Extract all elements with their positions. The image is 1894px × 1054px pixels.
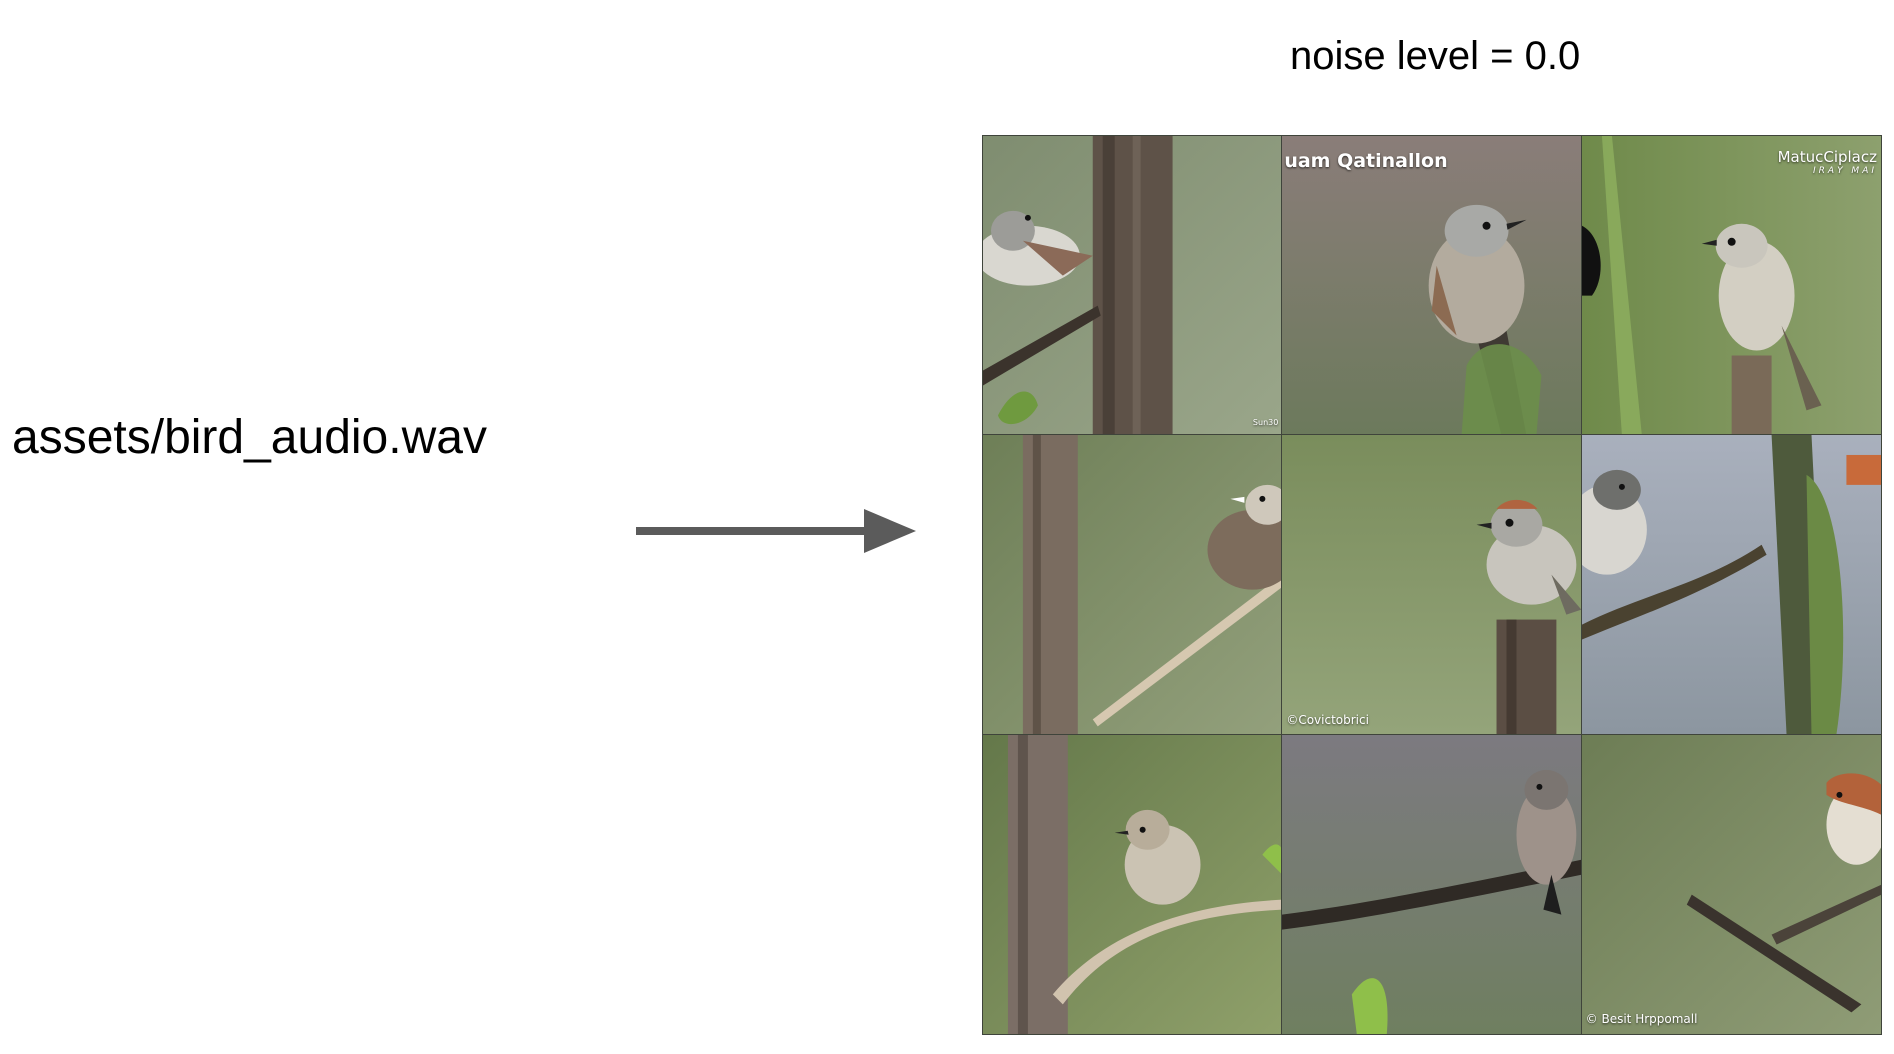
tile-caption-main: MatucCiplacz: [1777, 148, 1877, 166]
arrow-right-icon: [636, 509, 916, 553]
tile-caption: uam Qatinallon: [1284, 150, 1448, 172]
generated-bird-image-5: ©Covictobrici: [1281, 434, 1583, 736]
bird-on-post-image: [1581, 136, 1881, 436]
generated-bird-image-7: [981, 733, 1284, 1036]
tile-caption: ©Covictobrici: [1286, 712, 1369, 727]
bird-on-twig-image: [983, 734, 1283, 1034]
tile-caption: © Besit Hrppomall: [1585, 1012, 1698, 1026]
tile-caption: Sun30: [1252, 418, 1279, 428]
bird-on-branch-image: [1581, 435, 1881, 735]
generated-bird-image-8: [1281, 733, 1583, 1036]
tile-caption: MatucCiplacz IRAY MAI: [1778, 148, 1877, 176]
bird-on-stump-image: [1282, 136, 1582, 436]
bird-on-branch-image: [983, 136, 1283, 436]
generated-bird-image-6: [1580, 434, 1883, 736]
generated-bird-image-9: © Besit Hrppomall: [1580, 733, 1883, 1036]
bird-on-twig-image: [1581, 734, 1881, 1034]
bird-on-stump-image: [1282, 435, 1582, 735]
generated-bird-image-3: MatucCiplacz IRAY MAI: [1580, 134, 1883, 437]
generated-bird-image-2: uam Qatinallon: [1281, 134, 1583, 437]
generated-image-grid: Sun30 uam Qatinallon: [981, 134, 1883, 1036]
noise-level-title: noise level = 0.0: [1290, 34, 1581, 78]
bird-on-branch-image: [1282, 734, 1582, 1034]
generated-bird-image-4: [981, 434, 1284, 736]
bird-on-twig-image: [983, 435, 1283, 735]
tile-caption-sub: IRAY MAI: [1813, 166, 1877, 176]
generated-bird-image-1: Sun30: [981, 134, 1284, 437]
input-file-label: assets/bird_audio.wav: [12, 411, 487, 464]
